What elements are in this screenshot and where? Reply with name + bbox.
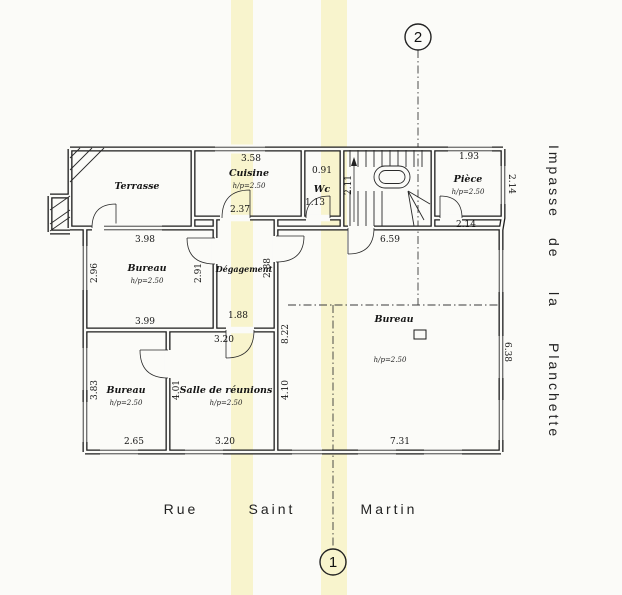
stair-treads [349,150,431,227]
window-gap [80,348,90,390]
window-gap [215,144,265,154]
room-wc: Wc [314,184,331,195]
dim-bureau1-right: 2.91 [194,263,204,283]
room-grand-bureau-height: h/p=2.50 [374,356,407,364]
dim-bureau1-bottom: 3.99 [135,317,155,327]
street-de: de [546,238,562,260]
door-opening [306,214,330,222]
section-marker-1-circle [319,548,347,576]
window-gap [185,447,223,457]
dim-bureau1-left: 2.96 [90,263,100,283]
door-swings [91,189,463,379]
room-labels: Terrasse Cuisine h/p=2.50 Wc Pièce h/p=2… [105,168,484,407]
window-gap [80,402,90,442]
dim-degagement-bottom: 1.88 [228,311,248,321]
dim-piece-side: 2.14 [506,174,516,194]
window-gap [448,144,492,154]
room-grand-bureau: Bureau [373,314,413,325]
dim-salle-left: 4.01 [172,380,182,400]
section-marker-bottom: 1 [319,548,347,576]
stair-direction-arrow [351,157,357,166]
room-piece-height: h/p=2.50 [452,188,485,196]
dimensions-vertical: 2.96 2.91 2.88 8.22 6.38 3.83 4.01 4.10 … [90,174,516,400]
street-rue: Rue [164,501,199,517]
stair-handrail [378,170,406,184]
door-opening [226,326,254,334]
dim-wc-bottom: 1.13 [305,198,325,208]
section-marker-2-circle [404,23,432,51]
window-gap [80,246,90,290]
door-opening [440,214,462,222]
door-opening [164,350,172,378]
column-symbol [413,329,427,340]
staircase [349,150,431,227]
room-cuisine-height: h/p=2.50 [233,182,266,190]
dim-bureau2-bottom: 2.65 [124,437,144,447]
door-opening [272,236,280,262]
window-gap [100,447,138,457]
door-opening [220,214,250,222]
room-bureau1-height: h/p=2.50 [131,277,164,285]
stair-well [373,165,411,189]
window-gap [424,447,462,457]
window-gap [498,166,508,204]
room-cuisine: Cuisine [229,168,269,179]
hatching [49,147,105,232]
highlighter-band-right [321,0,347,595]
street-planchette: Planchette [546,343,562,439]
street-la: la [546,292,562,309]
room-salle: Salle de réunions [180,385,273,396]
dim-piece-bottom: 2.14 [456,220,476,230]
room-piece: Pièce [453,174,483,185]
window-gap [292,447,322,457]
dim-bureau1-top: 3.98 [135,235,155,245]
dim-piece-top: 1.93 [459,152,479,162]
dim-salle-bottom: 3.20 [215,437,235,447]
window-lines [82,146,506,455]
dim-bureau2-left: 3.83 [90,380,100,400]
dim-cuisine-bottom: 2.37 [230,205,250,215]
section-marker-top: 2 [404,23,432,51]
room-salle-height: h/p=2.50 [210,399,243,407]
dim-grand-bureau-right: 6.38 [502,342,512,362]
street-impasse: Impasse [546,145,562,219]
room-bureau2-height: h/p=2.50 [110,399,143,407]
door-opening [348,224,374,232]
dim-grand-bureau-top: 6.59 [380,235,400,245]
section-marker-1-label: 1 [329,554,337,571]
window-gap [496,336,506,378]
dim-wc-side: 2.11 [344,175,354,195]
dim-salle-top: 3.20 [214,335,234,345]
window-gap [496,400,506,440]
window-gap [496,250,506,292]
windows [80,144,508,457]
room-bureau2: Bureau [105,385,145,396]
dim-salle-right: 4.10 [281,380,291,400]
window-gap [358,447,396,457]
section-marker-2-label: 2 [414,29,422,46]
dim-grand-bureau-left: 8.22 [281,324,291,344]
dimensions-horizontal: 3.58 0.91 1.93 2.37 1.13 2.14 3.98 6.59 … [124,152,479,447]
room-degagement: Dégagement [215,264,273,274]
door-opening [211,238,219,264]
dim-cuisine-top: 3.58 [241,154,261,164]
room-bureau1: Bureau [126,263,166,274]
dim-wc-top: 0.91 [312,166,332,176]
dim-degagement-side: 2.88 [263,258,273,278]
street-labels: Rue Saint Martin Impasse de la Planchett… [164,145,562,517]
dim-grand-bureau-bottom: 7.31 [390,437,410,447]
section-cut-line [288,50,502,549]
room-terrasse: Terrasse [115,181,160,192]
street-saint: Saint [249,501,296,517]
window-gap [104,223,162,233]
street-martin: Martin [361,501,418,517]
